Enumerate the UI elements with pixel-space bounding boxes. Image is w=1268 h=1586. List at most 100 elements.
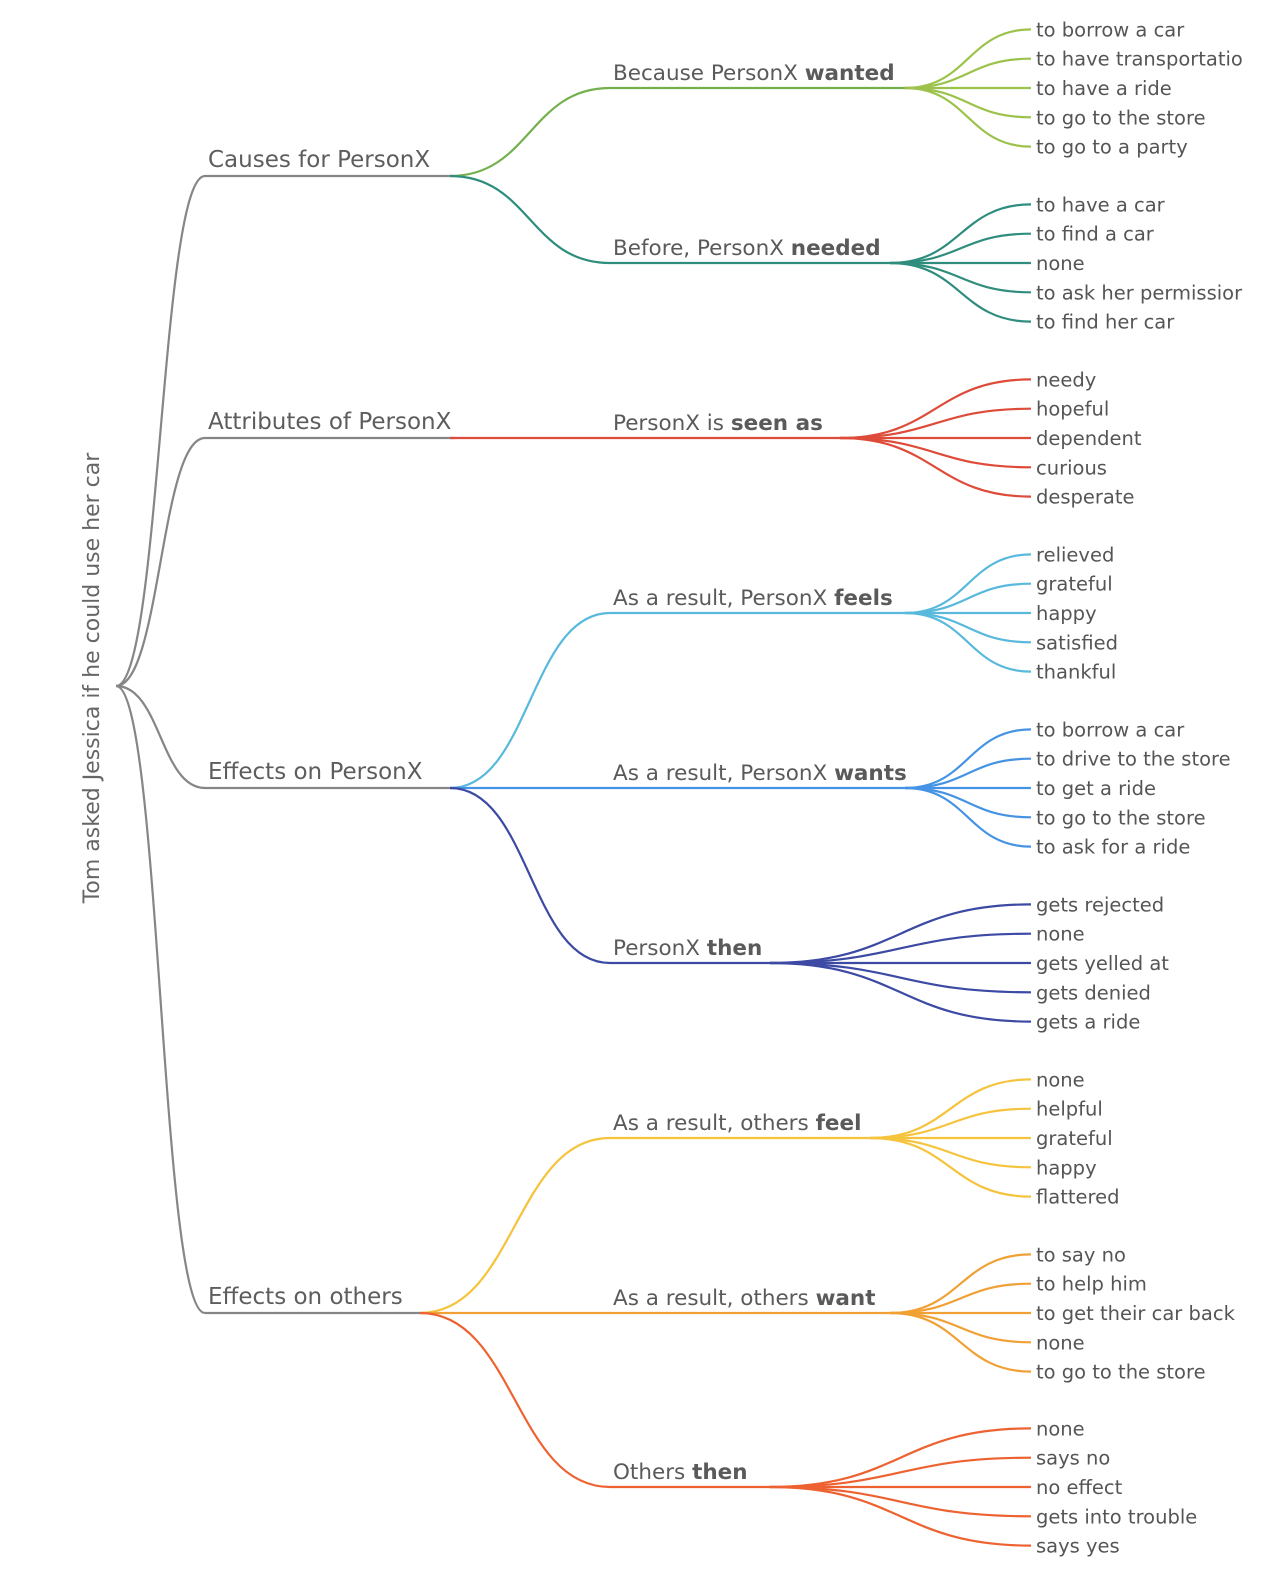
category-label: Effects on PersonX [208,759,423,785]
leaf-label: relieved [1036,543,1114,566]
relation-to-leaf-edge [839,436,1032,498]
relation-label-keyword: feels [834,586,893,611]
category-to-relation-edge [419,1136,870,1315]
leaf-label: gets into trouble [1036,1505,1197,1528]
leaf-label: dependent [1036,427,1142,450]
relation-label-keyword: feel [816,1111,862,1136]
relation-label-keyword: wants [834,761,907,786]
relation-to-leaf-edge [889,1253,1032,1315]
relation-to-leaf-edge [769,1456,1032,1489]
leaf-label: none [1036,1331,1085,1354]
leaf-label: gets denied [1036,981,1151,1004]
relation-to-leaf-edge [889,261,1032,323]
relation-to-leaf-edge [889,1282,1032,1315]
relation-to-leaf-edge [889,261,1032,294]
category-to-relation-edge [449,786,770,965]
leaf-label: to go to the store [1036,106,1206,129]
relation-to-leaf-edge [889,1311,1032,1373]
relation-to-leaf-edge [904,86,1032,148]
leaf-label: happy [1036,602,1097,625]
relation-to-leaf-edge [769,1427,1032,1489]
leaf-label: to go to a party [1036,136,1188,159]
leaf-label: gets a ride [1036,1011,1140,1034]
tree-labels: Tom asked Jessica if he could use her ca… [80,18,1243,1557]
relation-to-leaf-edge [769,903,1032,965]
relation-to-leaf-edge [889,232,1032,265]
leaf-label: to help him [1036,1273,1147,1296]
category-to-relation-edge [449,611,905,790]
leaf-label: none [1036,1068,1085,1091]
relation-label: As a result, PersonX feels [613,586,893,611]
relation-label-prefix: Others [613,1460,692,1485]
relation-to-leaf-edge [904,86,1032,119]
relation-to-leaf-edge [869,1136,1032,1169]
relation-label: Because PersonX wanted [613,61,895,86]
relation-to-leaf-edge [769,932,1032,965]
relation-label: As a result, PersonX wants [613,761,907,786]
relation-label-prefix: As a result, PersonX [613,586,834,611]
relation-label-keyword: then [707,936,762,961]
relation-label-prefix: PersonX [613,936,707,961]
leaf-label: to ask for a ride [1036,836,1190,859]
leaf-label: gets rejected [1036,893,1164,916]
relation-to-leaf-edge [769,961,1032,1023]
relation-to-leaf-edge [904,582,1032,615]
root-event-label: Tom asked Jessica if he could use her ca… [80,452,105,905]
leaf-label: curious [1036,456,1107,479]
leaf-label: none [1036,923,1085,946]
relation-label-prefix: As a result, PersonX [613,761,834,786]
leaf-label: says yes [1036,1535,1120,1558]
category-to-relation-edge [449,86,905,178]
category-to-relation-edge [449,174,890,265]
relation-to-leaf-edge [839,378,1032,440]
relation-label-prefix: As a result, others [613,1286,816,1311]
relation-to-leaf-edge [869,1107,1032,1140]
root-to-category-edge [115,174,455,688]
root-to-category-edge [115,684,425,1315]
category-label: Attributes of PersonX [208,409,452,435]
relation-label-keyword: want [816,1286,876,1311]
relation-to-leaf-edge [904,57,1032,90]
leaf-label: to get their car back [1036,1302,1236,1325]
root-to-category-edge [115,436,455,688]
leaf-label: to have a ride [1036,77,1172,100]
leaf-label: flattered [1036,1186,1119,1209]
leaf-label: to find a car [1036,223,1155,246]
leaf-label: to ask her permissior [1036,281,1243,304]
leaf-label: to get a ride [1036,777,1156,800]
root-to-category-edge [115,684,455,790]
leaf-label: none [1036,252,1085,275]
relation-label: Before, PersonX needed [613,236,881,261]
relation-label: Others then [613,1460,748,1485]
relation-to-leaf-edge [769,1485,1032,1518]
relation-to-leaf-edge [904,728,1032,790]
leaf-label: thankful [1036,661,1116,684]
relation-to-leaf-edge [904,757,1032,790]
leaf-label: to find her car [1036,311,1175,334]
leaf-label: satisfied [1036,631,1118,654]
relation-to-leaf-edge [869,1136,1032,1198]
category-label: Causes for PersonX [208,147,430,173]
relation-label-prefix: As a result, others [613,1111,816,1136]
leaf-label: to go to the store [1036,806,1206,829]
leaf-label: to borrow a car [1036,718,1185,741]
leaf-label: helpful [1036,1098,1103,1121]
relation-to-leaf-edge [769,961,1032,994]
relation-label-keyword: wanted [805,61,895,86]
relation-label: PersonX then [613,936,762,961]
leaf-label: no effect [1036,1476,1123,1499]
relation-to-leaf-edge [904,611,1032,673]
leaf-label: grateful [1036,573,1113,596]
category-to-relation-edge [419,1311,770,1489]
leaf-label: to have a car [1036,193,1166,216]
leaf-label: says no [1036,1447,1110,1470]
category-label: Effects on others [208,1284,403,1310]
relation-to-leaf-edge [904,786,1032,819]
leaf-label: to have transportatio [1036,48,1243,71]
relation-label-prefix: Because PersonX [613,61,805,86]
relation-to-leaf-edge [839,436,1032,469]
relation-label-keyword: seen as [731,411,823,436]
leaf-label: desperate [1036,486,1135,509]
leaf-label: hopeful [1036,398,1109,421]
